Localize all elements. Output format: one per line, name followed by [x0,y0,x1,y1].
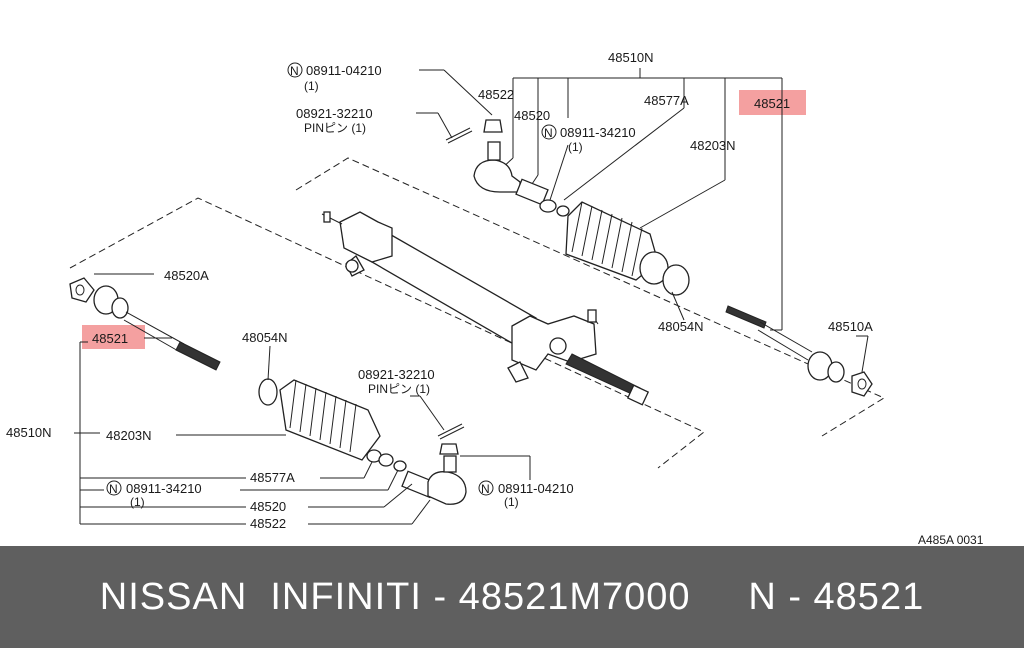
label-bottom-pin-part: 08921-32210 [358,367,435,382]
labels: N 08911-04210 (1) 08921-32210 PINピン (1) … [6,50,984,546]
top-boot [565,201,690,296]
label-top-assembly: 48510N [608,50,654,65]
label-top-48203n: 48203N [690,138,736,153]
label-left-48522: 48522 [250,516,286,531]
left-boot [279,379,407,472]
label-top-48522: 48522 [478,87,514,102]
left-inner-tie-rod [69,273,221,371]
label-top-mid-nut-qty: (1) [568,140,583,154]
bottom-leader-lines [74,341,531,525]
label-left-48520: 48520 [250,499,286,514]
left-tie-rod-end [401,423,467,505]
highlight-48521-left [82,325,145,349]
label-top-pin-name: PINピン (1) [304,121,366,135]
label-top-pin-part: 08921-32210 [296,106,373,121]
n-symbol-top: N [290,64,299,78]
label-bottom-nut-part: 08911-34210 [126,481,202,496]
label-left-48520a: 48520A [164,268,209,283]
label-right-48510a: 48510A [828,319,873,334]
assembly-outline [69,157,886,469]
label-top-mid-nut-part: 08911-34210 [560,125,636,140]
leader-48054n-right [671,291,685,321]
label-right-48054n: 48054N [658,319,704,334]
label-top-48520: 48520 [514,108,550,123]
label-bottom-right-nut-qty: (1) [504,495,519,509]
n-symbol-bottom-right: N [481,482,490,496]
part-number-caption: NISSAN INFINITI - 48521M7000 N - 48521 [99,575,925,618]
label-left-48054n: 48054N [242,330,288,345]
label-top-nut-part: 08911-04210 [306,63,382,78]
highlight-48521-top [739,90,806,115]
label-left-48577a: 48577A [250,470,295,485]
parts-diagram: N 08911-04210 (1) 08921-32210 PINピン (1) … [6,50,984,546]
rack-housing [321,211,650,406]
top-tie-rod-end [445,119,570,217]
label-bottom-right-nut-part: 08911-04210 [498,481,574,496]
n-symbol-bottom: N [109,482,118,496]
footer-banner: NISSAN INFINITI - 48521M7000 N - 48521 [0,546,1024,648]
label-left-48203n: 48203N [106,428,152,443]
label-top-nut-qty: (1) [304,79,319,93]
label-top-48521: 48521 [754,96,790,111]
n-symbol-top-mid: N [544,126,553,140]
label-left-48521: 48521 [92,331,128,346]
label-left-48510n: 48510N [6,425,52,440]
left-o-ring [258,378,278,406]
right-inner-tie-rod [725,305,873,397]
label-top-48577a: 48577A [644,93,689,108]
diagram-code: A485A 0031 [918,533,984,546]
label-bottom-pin-name: PINピン (1) [368,382,430,396]
label-bottom-nut-qty: (1) [130,495,145,509]
